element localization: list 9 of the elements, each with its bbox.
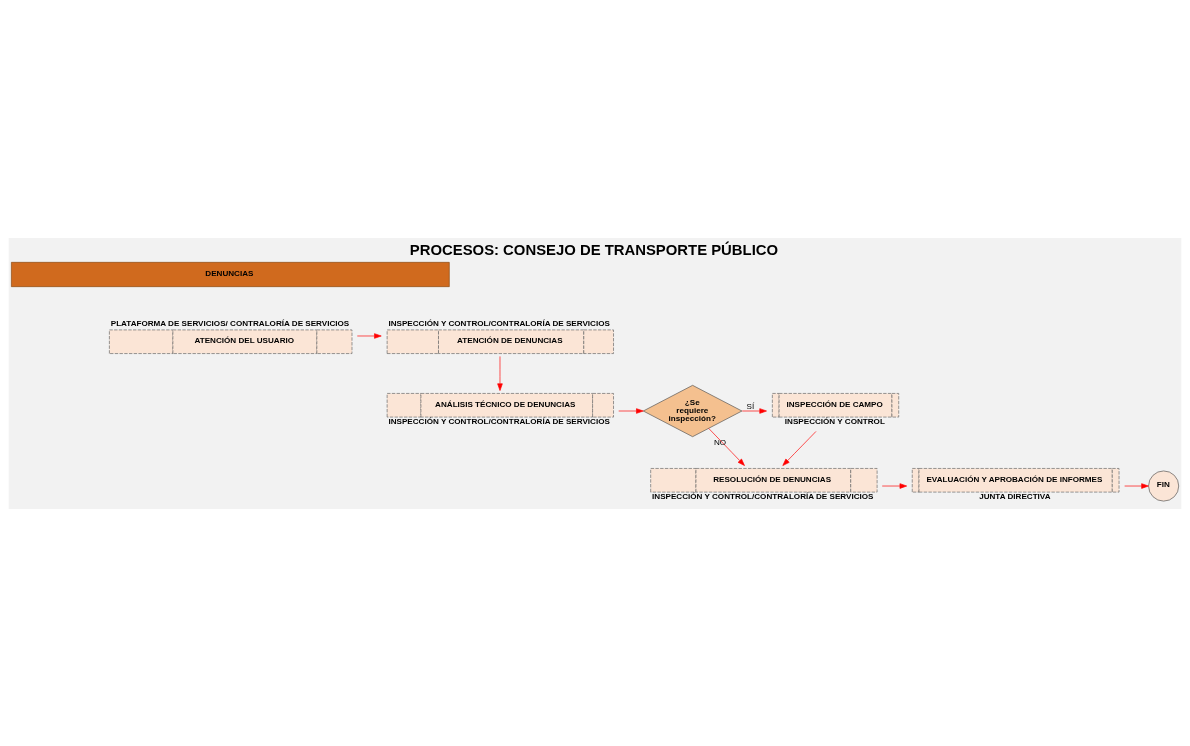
arrow xyxy=(782,430,817,466)
arrow xyxy=(618,407,644,414)
arrow xyxy=(708,427,745,466)
arrow xyxy=(1124,482,1149,489)
arrow xyxy=(497,355,503,391)
diagram-title: PROCESOS: CONSEJO DE TRANSPORTE PÚBLICO xyxy=(409,241,779,258)
arrow xyxy=(356,332,382,339)
arrow xyxy=(881,482,908,489)
arrow xyxy=(741,407,767,414)
